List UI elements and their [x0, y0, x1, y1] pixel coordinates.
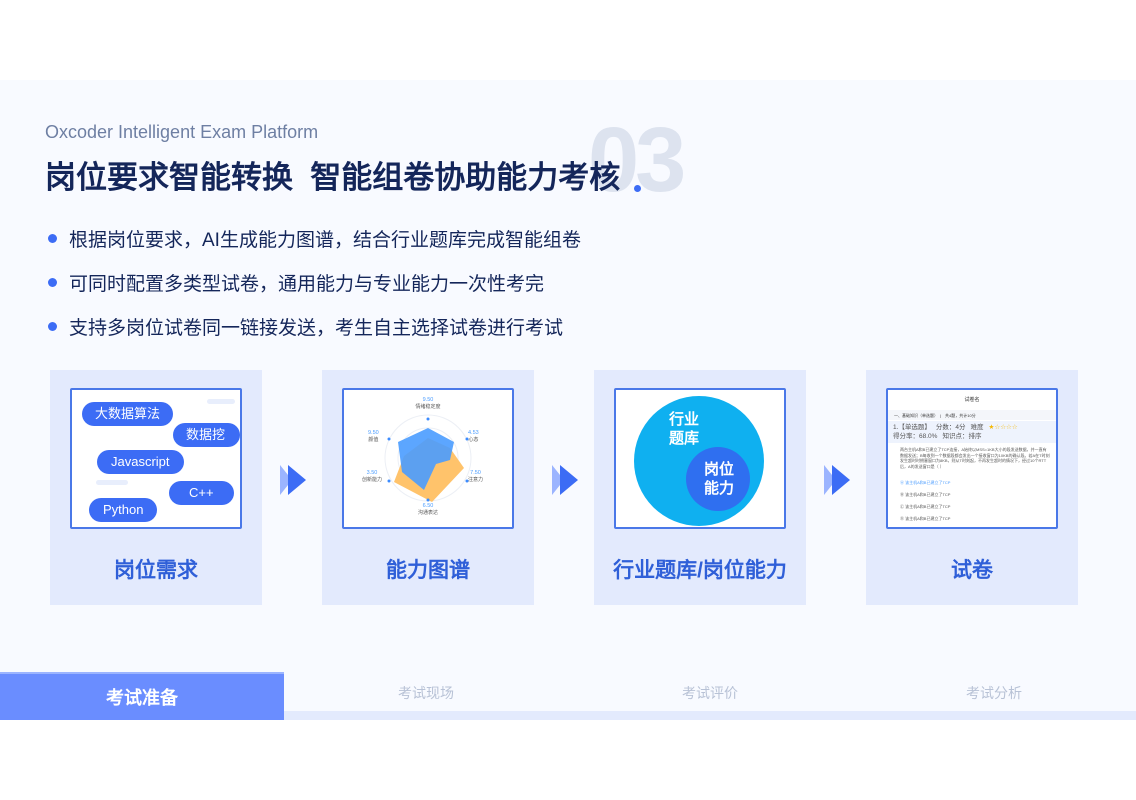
paper-title: 试卷名: [964, 397, 980, 403]
platform-subtitle: Oxcoder Intelligent Exam Platform: [45, 122, 319, 142]
tab-exam-onsite[interactable]: 考试现场: [398, 685, 454, 701]
tab-exam-analysis[interactable]: 考试分析: [966, 685, 1022, 701]
bullet-dot-icon: [48, 234, 57, 243]
bullet-item: 根据岗位要求，AI生成能力图谱，结合行业题库完成智能组卷: [48, 225, 581, 252]
double-arrow-icon: [552, 465, 578, 495]
skill-tag: C++: [169, 481, 234, 505]
step-card-question-bank: 行业 题库 岗位 能力 行业题库/岗位能力: [594, 370, 806, 605]
option-c[interactable]: Ⓒ 该主机A和B已建立了TCP: [900, 504, 951, 509]
double-arrow-icon: [824, 465, 850, 495]
decor-bar: [96, 480, 128, 485]
step-label: 能力图谱: [386, 559, 470, 582]
skill-tag: 数据挖掘: [173, 423, 240, 466]
skill-tag: 大数据算法: [82, 402, 174, 426]
bullet-text: 可同时配置多类型试卷，通用能力与专业能力一次性考完: [69, 274, 545, 295]
double-arrow-icon: [280, 465, 306, 495]
section-number: 03: [588, 109, 686, 211]
option-d[interactable]: Ⓓ 该主机A和B已建立了TCP: [900, 516, 951, 521]
bullet-text: 根据岗位要求，AI生成能力图谱，结合行业题库完成智能组卷: [69, 230, 581, 251]
inner-circle-label: 岗位 能力: [704, 461, 735, 497]
bullet-text: 支持多岗位试卷同一链接发送，考生自主选择试卷进行考试: [69, 318, 564, 339]
bullet-dot-icon: [48, 322, 57, 331]
step-label: 行业题库/岗位能力: [613, 559, 787, 582]
option-a[interactable]: Ⓐ 该主机A和B已建立了TCP: [900, 480, 951, 485]
inner-circle: [686, 447, 750, 511]
skill-tag: Python: [89, 498, 158, 522]
outer-circle-label: 行业 题库: [669, 411, 700, 447]
paper-section: 一、基础知识（单选题） | 共4题，共计10分: [888, 410, 1056, 420]
stage-tabs: 考试准备 考试现场 考试评价 考试分析: [0, 672, 1136, 720]
knowledge-point: 知识点：排序: [942, 433, 982, 440]
option-b[interactable]: Ⓑ 该主机A和B已建立了TCP: [900, 492, 951, 497]
step-card-job-requirements: 大数据算法 数据挖掘 Javascript C++ Python 岗位需求: [50, 370, 262, 605]
radar-chart: [384, 414, 472, 502]
bullet-item: 支持多岗位试卷同一链接发送，考生自主选择试卷进行考试: [48, 313, 563, 340]
number-dot: [634, 185, 641, 192]
tab-exam-evaluation[interactable]: 考试评价: [682, 685, 738, 701]
radar-area-blue: [398, 428, 454, 490]
question-text: 两台主机A和B已建立了TCP连接，A始终以MSS=1KB大小的段发送数据，并一直…: [900, 447, 1050, 469]
tab-exam-preparation[interactable]: 考试准备: [0, 672, 284, 720]
decor-bar: [207, 399, 235, 404]
step-label: 岗位需求: [114, 559, 198, 582]
step-card-exam-paper: 试卷名 一、基础知识（单选题） | 共4题，共计10分 1.【单选题】分数：4分…: [866, 370, 1078, 605]
step-label: 试卷: [951, 559, 993, 582]
bullet-item: 可同时配置多类型试卷，通用能力与专业能力一次性考完: [48, 269, 544, 296]
bullet-dot-icon: [48, 278, 57, 287]
venn-panel: 行业 题库 岗位 能力: [614, 388, 786, 529]
page-title: 岗位要求智能转换 智能组卷协助能力考核: [45, 160, 621, 195]
skill-tags-panel: 大数据算法 数据挖掘 Javascript C++ Python: [70, 388, 242, 529]
tab-track: [284, 711, 1136, 720]
answer-options: Ⓐ 该主机A和B已建立了TCP Ⓑ 该主机A和B已建立了TCP Ⓒ 该主机A和B…: [900, 477, 950, 525]
paper-preview: 试卷名 一、基础知识（单选题） | 共4题，共计10分 1.【单选题】分数：4分…: [886, 388, 1058, 529]
skill-tag: Javascript: [97, 450, 184, 474]
question-meta: 1.【单选题】分数：4分难度★☆☆☆☆得分率：68.0%知识点：排序: [888, 421, 1056, 443]
